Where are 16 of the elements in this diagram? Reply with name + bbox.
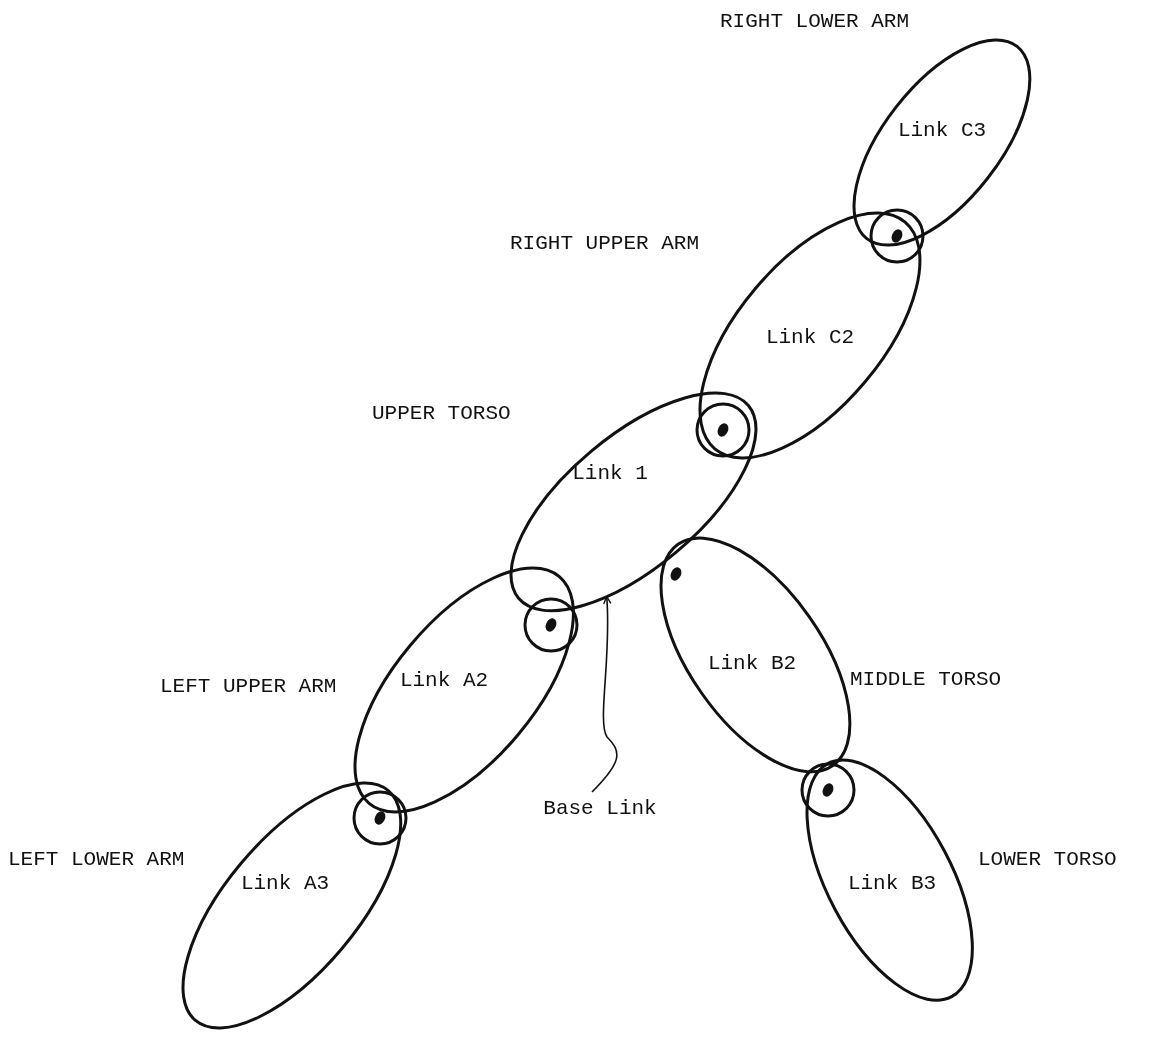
body-part-label: MIDDLE TORSO <box>850 668 1002 691</box>
body-part-label: LOWER TORSO <box>978 848 1117 871</box>
link-label: Link C2 <box>765 325 855 349</box>
body-part-label: LEFT LOWER ARM <box>8 848 185 871</box>
leader-arrow <box>591 595 618 793</box>
body-part-label: LEFT UPPER ARM <box>160 675 337 698</box>
annotation-text: Base Link <box>543 796 657 820</box>
link-label: Link B2 <box>707 651 797 675</box>
link-label: Link B3 <box>847 871 937 895</box>
link-label: Link A2 <box>399 668 489 692</box>
link-label: Link 1 <box>572 461 648 485</box>
body-part-label: RIGHT LOWER ARM <box>720 10 910 33</box>
body-part-label: RIGHT UPPER ARM <box>510 232 700 255</box>
body-part-label: UPPER TORSO <box>372 402 511 425</box>
link-label: Link A3 <box>240 871 330 895</box>
link-label: Link C3 <box>897 118 987 142</box>
